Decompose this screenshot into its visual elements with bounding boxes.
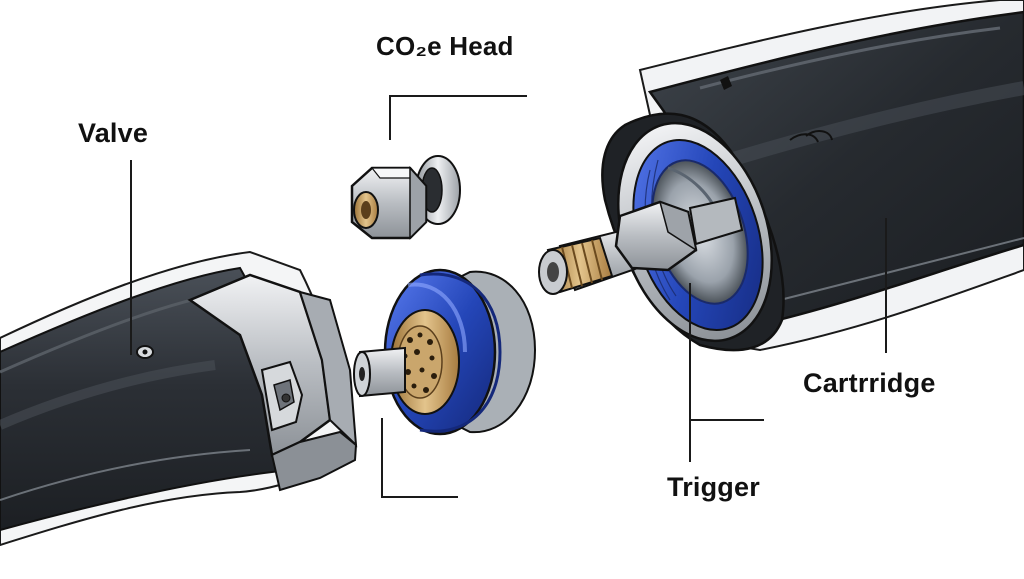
trigger-label: Trigger [667, 472, 760, 502]
co2e-head-label: CO₂e Head [376, 31, 514, 61]
seal-ring-part [353, 268, 537, 436]
valve-clamp [187, 273, 358, 492]
trigger-spindle [538, 196, 744, 295]
cartridge-label: Cartrridge [803, 368, 936, 398]
seal-leader [381, 418, 458, 498]
valve-label: Valve [78, 118, 149, 148]
co2e-head-leader [389, 95, 527, 140]
co2e-head-part [350, 155, 461, 240]
callout-lines [130, 95, 887, 498]
